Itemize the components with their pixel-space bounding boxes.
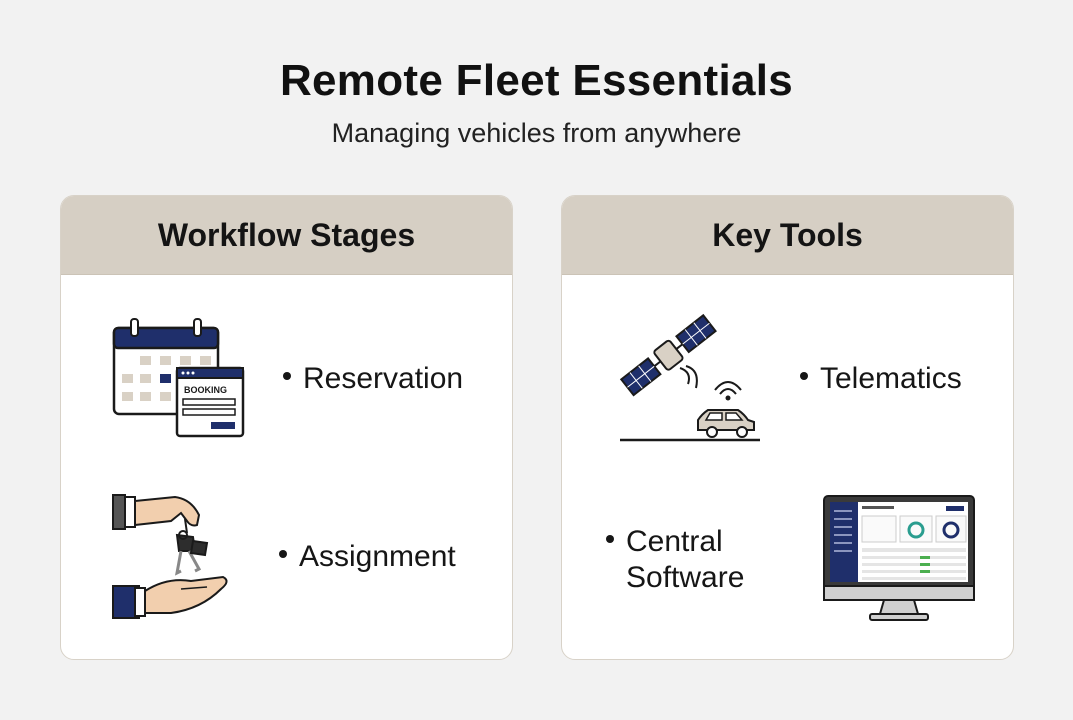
page-subtitle: Managing vehicles from anywhere (331, 118, 742, 148)
key-tools-header: Key Tools (562, 196, 1013, 275)
central-software-label-line1: Central (626, 525, 723, 558)
page-title: Remote Fleet Essentials (279, 56, 794, 105)
satellite-car-icon (619, 313, 760, 442)
booking-label: BOOKING (184, 385, 227, 395)
telematics-item: Telematics (800, 361, 962, 397)
bullet-dot (800, 372, 808, 381)
bullet-dot (283, 372, 291, 381)
reservation-item: Reservation (283, 361, 463, 397)
assignment-item: Assignment (279, 539, 456, 575)
central-software-item: Central Software (606, 524, 744, 596)
key-handover-icon (112, 494, 228, 619)
telematics-label: Telematics (820, 362, 962, 395)
reservation-label: Reservation (303, 362, 464, 395)
monitor-dashboard-icon (823, 495, 975, 621)
workflow-stages-header: Workflow Stages (61, 196, 512, 275)
central-software-label-line2: Software (626, 561, 745, 594)
key-tools-card: Key Tools Telematics Central (561, 195, 1014, 660)
calendar-booking-icon: BOOKING (112, 318, 245, 438)
workflow-stages-card: Workflow Stages BOOKING Reservation (60, 195, 513, 660)
bullet-dot (606, 535, 614, 544)
assignment-label: Assignment (299, 540, 456, 573)
bullet-dot (279, 550, 287, 559)
